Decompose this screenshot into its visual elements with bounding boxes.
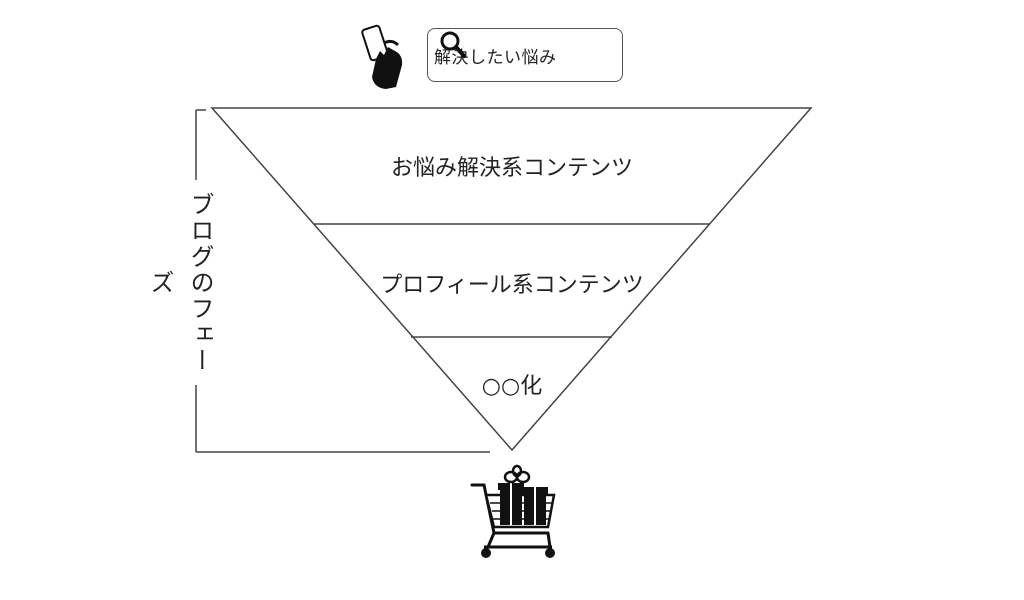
funnel-level-3-label: ○○化 bbox=[481, 374, 543, 399]
magnifier-icon bbox=[440, 31, 466, 58]
search-keyword-box: 解決したい悩み bbox=[427, 28, 623, 82]
funnel-triangle bbox=[210, 107, 813, 452]
shopping-cart-with-gift-icon bbox=[470, 464, 556, 558]
blog-phase-label: ブログのフェーズ bbox=[146, 180, 220, 385]
hand-holding-phone-icon bbox=[361, 24, 403, 89]
funnel-level-1-label: お悩み解決系コンテンツ bbox=[390, 156, 633, 181]
search-keyword-text: 解決したい悩み bbox=[434, 47, 557, 68]
funnel-level-2-label: プロフィール系コンテンツ bbox=[380, 273, 644, 298]
